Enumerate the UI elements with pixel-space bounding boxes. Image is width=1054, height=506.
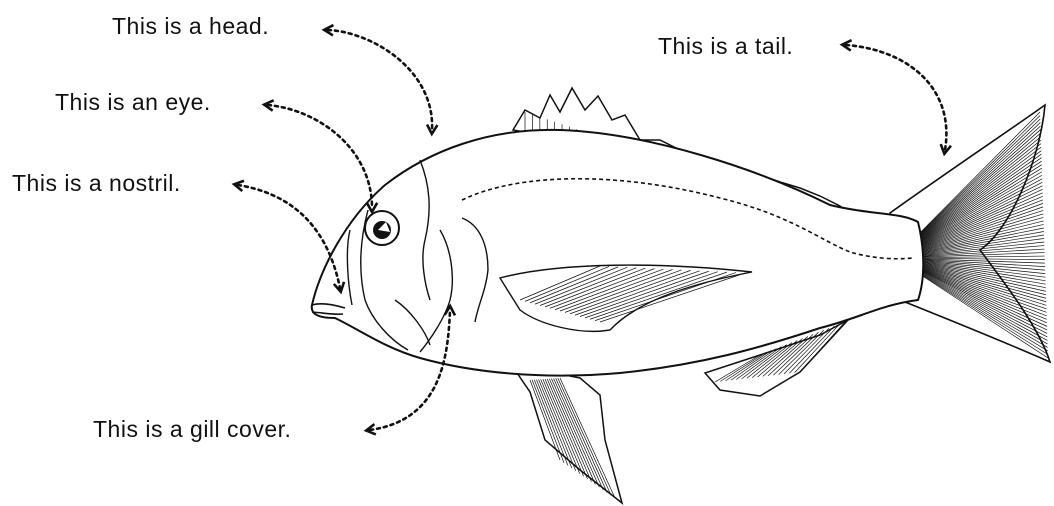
eye-arrow	[268, 105, 372, 208]
gill-cover-label: This is a gill cover.	[93, 418, 291, 441]
head-arrow	[328, 30, 432, 130]
tail-label: This is a tail.	[658, 35, 793, 58]
nostril-label: This is a nostril.	[12, 172, 181, 195]
tail-arrow	[846, 45, 946, 150]
eye-label: This is an eye.	[55, 91, 211, 114]
eye	[365, 211, 399, 245]
head-label: This is a head.	[112, 15, 269, 38]
pelvic-fin	[515, 370, 622, 503]
